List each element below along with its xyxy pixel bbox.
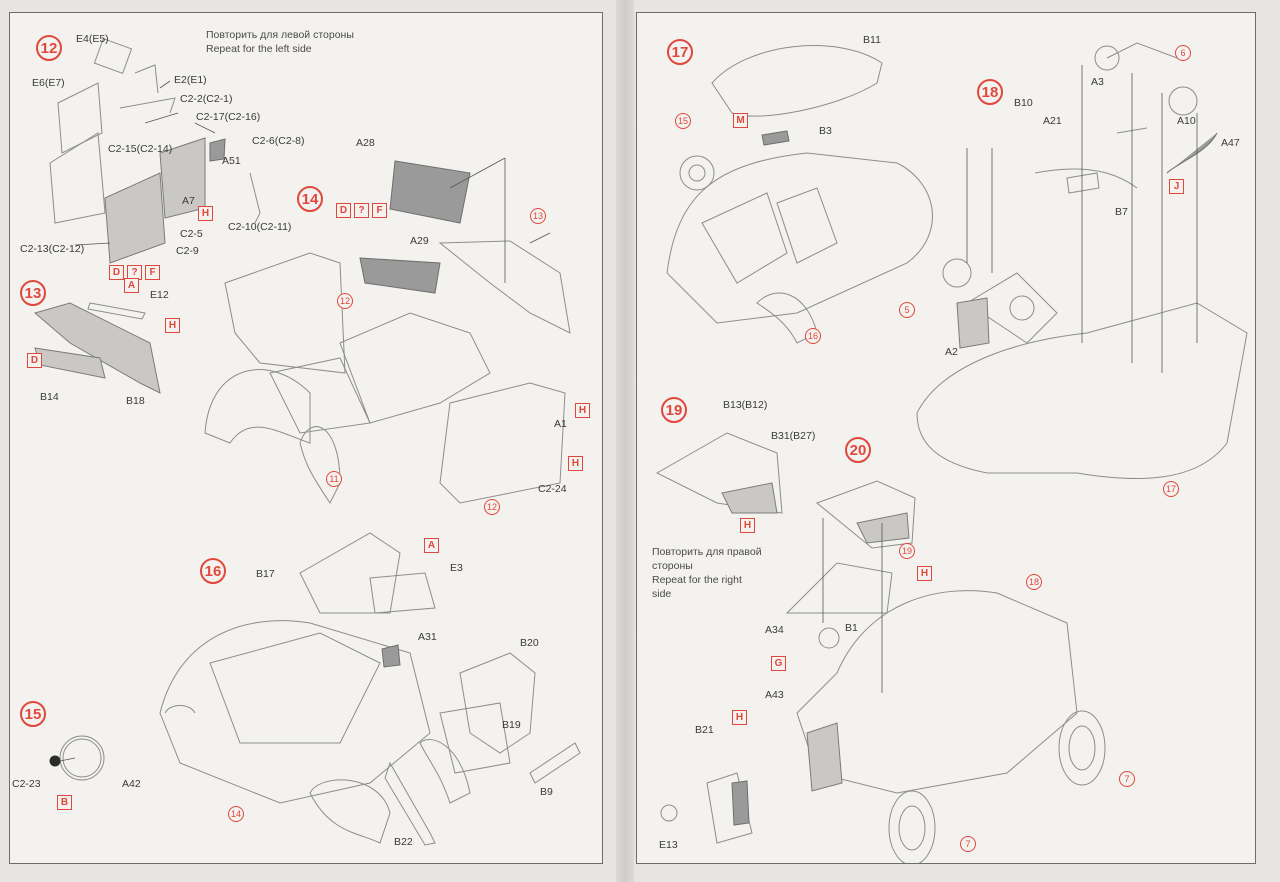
paint-code-box: D [109, 265, 124, 280]
step-ref: 19 [899, 543, 915, 559]
part-label: C2-15(C2-14) [108, 143, 173, 155]
part-label: A7 [182, 195, 195, 207]
part-label: E13 [659, 839, 678, 851]
paint-code-box: B [57, 795, 72, 810]
paint-code-box: ? [354, 203, 369, 218]
instruction-page-left: 12 Повторить для левой стороны Repeat fo… [9, 12, 603, 864]
paint-code-box: H [165, 318, 180, 333]
step-ref: 7 [1119, 771, 1135, 787]
part-label: A2 [945, 346, 958, 358]
part-label: A43 [765, 689, 784, 701]
step-14-badge: 14 [297, 186, 323, 212]
part-label: B17 [256, 568, 275, 580]
part-label: C2-10(C2-11) [228, 221, 292, 233]
part-label: A28 [356, 137, 375, 149]
left-page-drawings [33, 38, 581, 846]
part-label: E12 [150, 289, 169, 301]
step-19-note-en-2: side [652, 588, 672, 600]
step-18-badge: 18 [977, 79, 1003, 105]
part-label: C2-9 [176, 245, 199, 257]
step-16-badge: 16 [200, 558, 226, 584]
part-label: A10 [1177, 115, 1196, 127]
step-ref: 6 [1175, 45, 1191, 61]
step-19-badge: 19 [661, 397, 687, 423]
paint-code-box: J [1169, 179, 1184, 194]
part-label: B1 [845, 622, 858, 634]
paint-code-box: H [198, 206, 213, 221]
step-ref: 12 [484, 499, 500, 515]
part-label: A47 [1221, 137, 1240, 149]
step-ref: 17 [1163, 481, 1179, 497]
paint-code-box: H [568, 456, 583, 471]
part-label: A3 [1091, 76, 1104, 88]
step-ref: 12 [337, 293, 353, 309]
paint-code-box: F [372, 203, 387, 218]
step-13-badge: 13 [20, 280, 46, 306]
part-label: A51 [222, 155, 241, 167]
part-label: E2(E1) [174, 74, 207, 86]
paint-code-box: H [917, 566, 932, 581]
part-label: B21 [695, 724, 714, 736]
paint-code-box: H [575, 403, 590, 418]
paint-code-box: H [732, 710, 747, 725]
step-19-note-en-1: Repeat for the right [652, 574, 742, 586]
step-12-note-ru: Повторить для левой стороны [206, 29, 354, 41]
paint-code-box: A [124, 278, 139, 293]
part-label: B13(B12) [723, 399, 768, 411]
part-label: B11 [863, 34, 881, 46]
part-label: B3 [819, 125, 832, 137]
part-label: C2-17(C2-16) [196, 111, 261, 123]
paint-code-box: F [145, 265, 160, 280]
part-label: E3 [450, 562, 463, 574]
instruction-page-right: 17 B11 B3 M 15 16 18 B10 A21 A3 A10 A47 … [636, 12, 1256, 864]
part-label: E6(E7) [32, 77, 65, 89]
part-label: A21 [1043, 115, 1062, 127]
step-15-badge: 15 [20, 701, 46, 727]
step-19-note-ru-1: Повторить для правой [652, 546, 762, 558]
paint-code-box: D [336, 203, 351, 218]
part-label: B18 [126, 395, 145, 407]
step-ref: 13 [530, 208, 546, 224]
part-label: A42 [122, 778, 141, 790]
step-20-badge: 20 [845, 437, 871, 463]
part-label: B14 [40, 391, 59, 403]
step-ref: 16 [805, 328, 821, 344]
paint-code-box: H [740, 518, 755, 533]
part-label: B22 [394, 836, 413, 848]
part-label: B7 [1115, 206, 1128, 218]
part-label: C2-23 [12, 778, 41, 790]
part-label: A29 [410, 235, 429, 247]
part-label: C2-24 [538, 483, 567, 495]
part-label: B20 [520, 637, 539, 649]
paint-code-box: A [424, 538, 439, 553]
part-label: C2-5 [180, 228, 203, 240]
paint-code-box: D [27, 353, 42, 368]
part-label: A31 [418, 631, 437, 643]
paint-code-box: M [733, 113, 748, 128]
step-ref: 18 [1026, 574, 1042, 590]
part-label: A34 [765, 624, 784, 636]
step-ref: 15 [675, 113, 691, 129]
part-label: B10 [1014, 97, 1033, 109]
paint-code-box: G [771, 656, 786, 671]
step-ref: 5 [899, 302, 915, 318]
part-label: E4(E5) [76, 33, 109, 45]
part-label: C2-2(C2-1) [180, 93, 233, 105]
part-label: B31(B27) [771, 430, 816, 442]
step-ref: 14 [228, 806, 244, 822]
part-label: C2-6(C2-8) [252, 135, 305, 147]
part-label: B9 [540, 786, 553, 798]
step-17-badge: 17 [667, 39, 693, 65]
book-gutter [616, 0, 634, 882]
step-ref: 11 [326, 471, 342, 487]
part-label: C2-13(C2-12) [20, 243, 85, 255]
step-12-badge: 12 [36, 35, 62, 61]
step-12-note-en: Repeat for the left side [206, 43, 312, 55]
step-19-note-ru-2: стороны [652, 560, 693, 572]
right-page-drawings [655, 42, 1248, 863]
step-ref: 7 [960, 836, 976, 852]
part-label: B19 [502, 719, 521, 731]
part-label: A1 [554, 418, 567, 430]
